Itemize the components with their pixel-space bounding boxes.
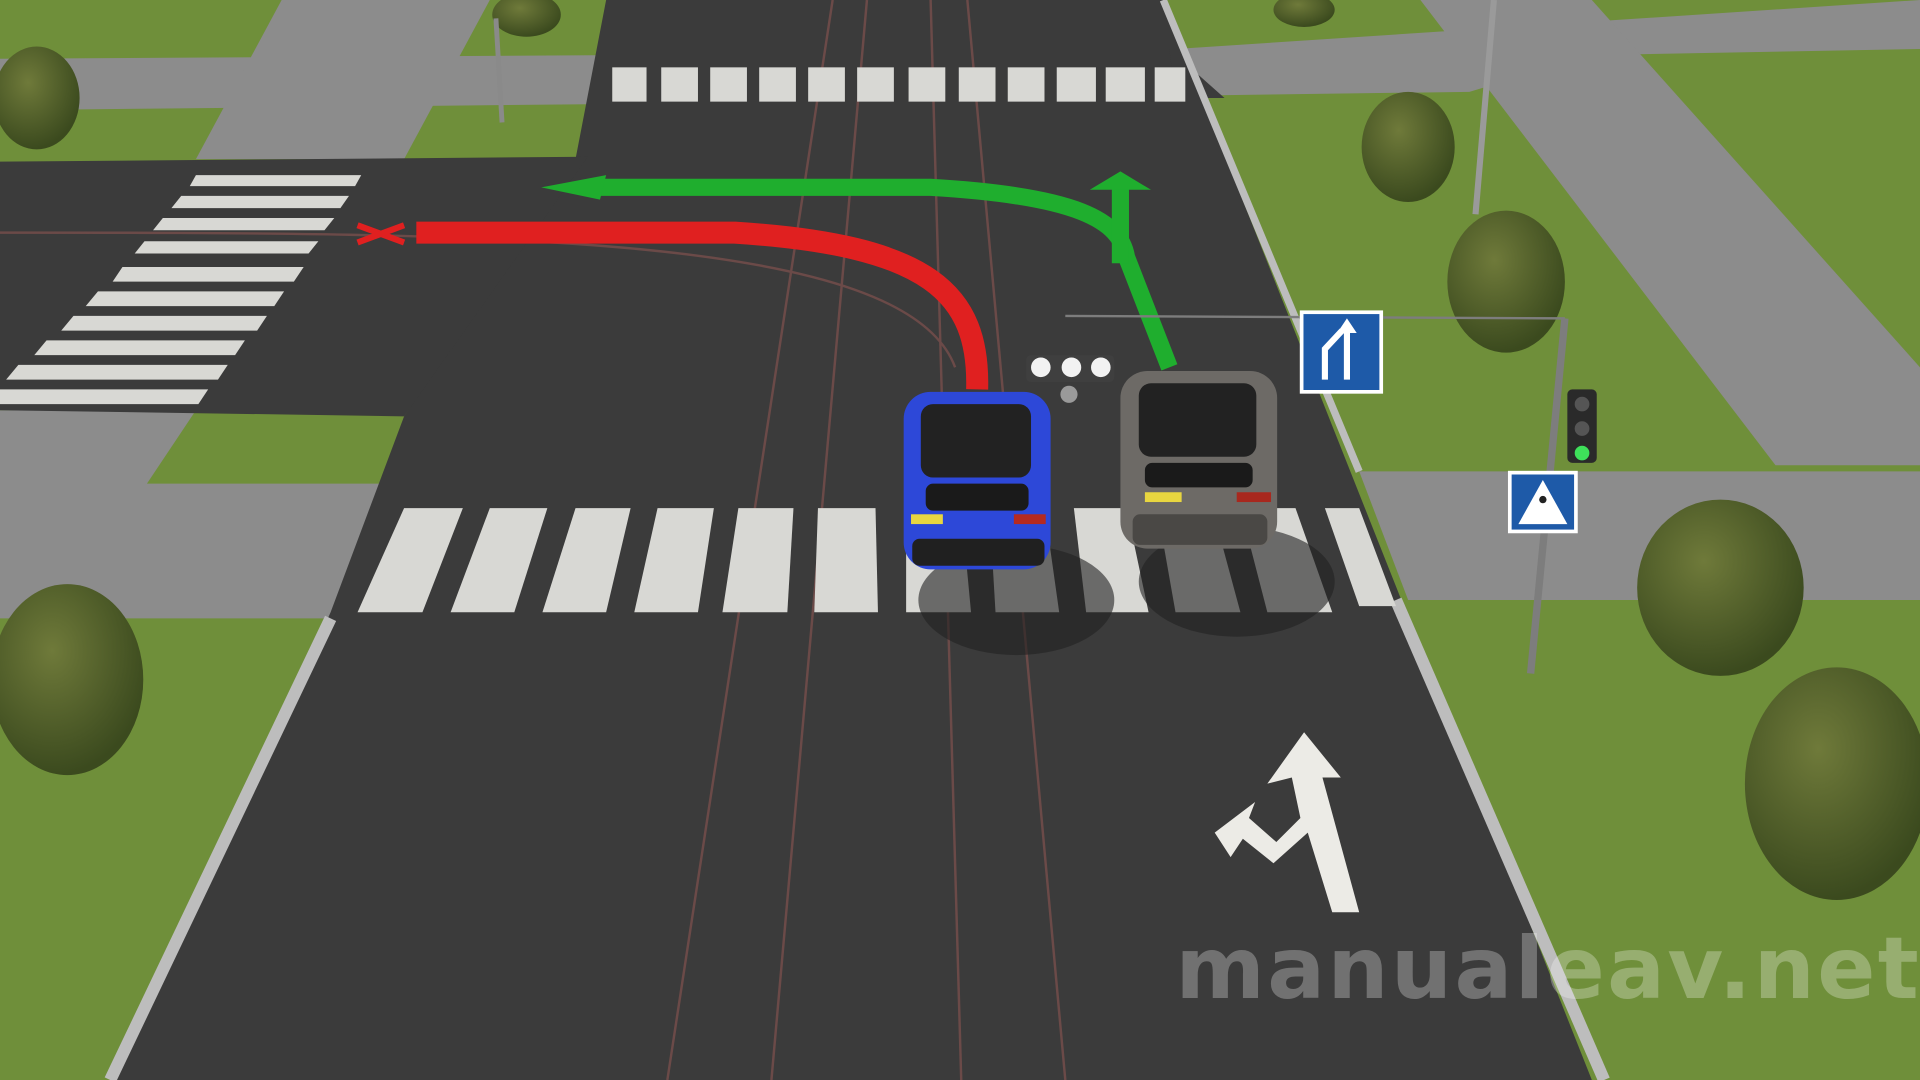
arrowhead-up-icon [1089,171,1152,190]
lane-direction-sign [1299,310,1384,394]
arrowhead-left-icon [541,175,607,200]
crosswalk-top [612,67,1186,102]
lane-arrow-marking [1214,732,1360,913]
allowed-path-arrow [541,171,1178,371]
gray-car [1120,371,1335,637]
curb-left [104,615,337,1080]
crosswalk-left [0,175,362,405]
cross-x-icon [356,222,406,246]
watermark: manualeav.net [1176,919,1920,1019]
street-lamp-pole [1472,0,1497,215]
forbidden-path-arrow [356,221,989,390]
bushes [0,0,1920,900]
tram-signal [1026,355,1115,403]
green-light [1574,445,1590,461]
curb-right [1390,597,1610,1080]
blue-car [903,391,1115,656]
traffic-light-pole [1065,310,1597,674]
pedestrian-crossing-sign [1507,470,1578,534]
